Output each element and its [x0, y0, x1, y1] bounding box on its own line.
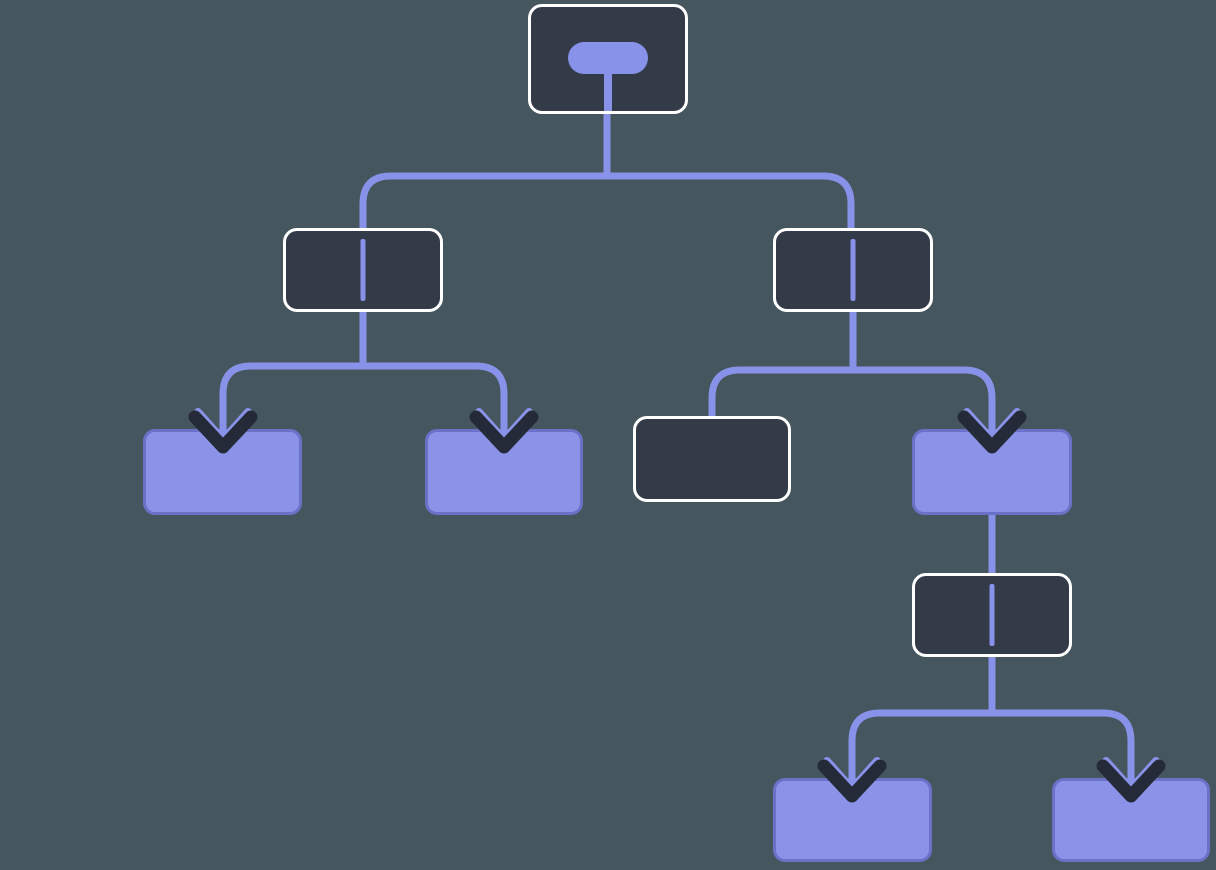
vertical-line-icon	[360, 239, 366, 301]
pill-icon	[568, 42, 648, 74]
node-root[interactable]	[528, 4, 688, 114]
arrow-down-icon	[817, 746, 887, 803]
arrow-down-icon	[188, 397, 258, 454]
pill-stem-icon	[604, 69, 612, 111]
vertical-line-icon	[850, 239, 856, 301]
vertical-line-icon	[989, 584, 995, 646]
arrow-down-icon	[1096, 746, 1166, 803]
arrow-down-icon	[469, 397, 539, 454]
edge-split-bottom	[848, 709, 1135, 783]
node-right-plain[interactable]	[633, 416, 791, 502]
node-branch-right[interactable]	[773, 228, 933, 312]
edge-split-right	[708, 366, 996, 436]
edge-split-left	[219, 362, 508, 436]
arrow-down-icon	[957, 397, 1027, 454]
edge-split-level2	[359, 172, 855, 231]
node-branch-lower[interactable]	[912, 573, 1072, 657]
node-branch-left[interactable]	[283, 228, 443, 312]
